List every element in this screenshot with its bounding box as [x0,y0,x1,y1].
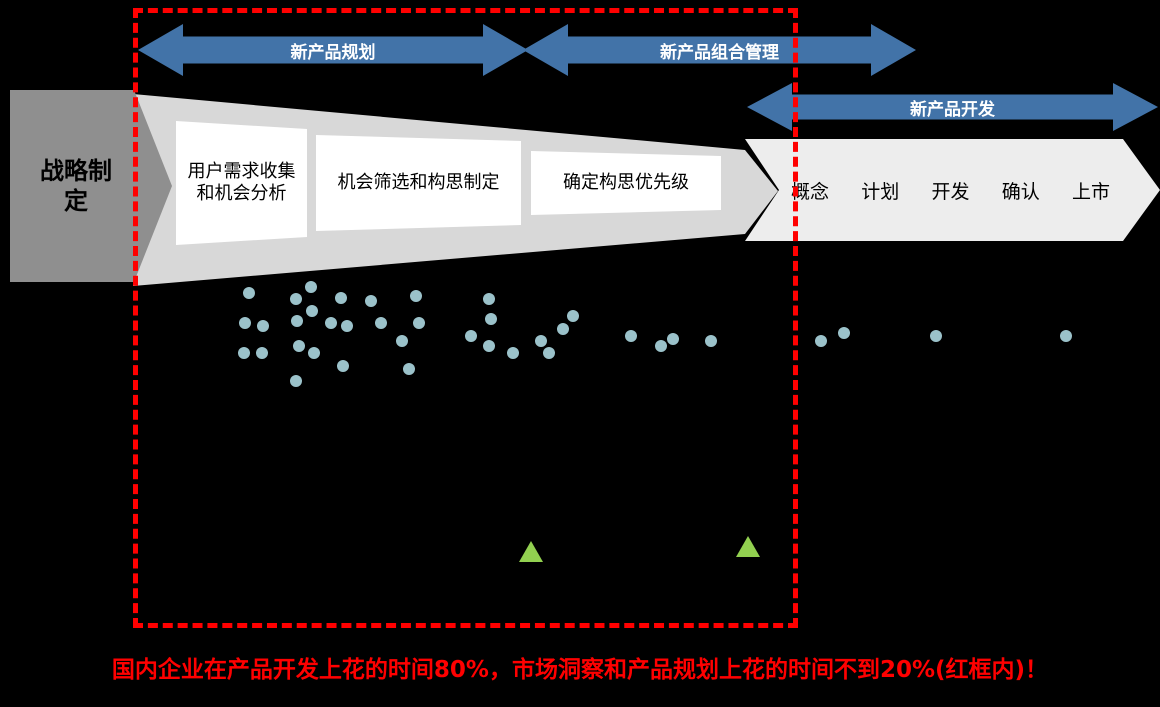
scatter-dot [308,347,320,359]
strategy-label: 战略制定 [40,157,112,215]
scatter-dot [507,347,519,359]
scatter-dot [335,292,347,304]
scatter-dot [815,335,827,347]
scatter-dot [667,333,679,345]
development-phase-arrow: 新产品开发 [747,83,1158,131]
process-stage-develop: 开发 [931,180,970,203]
scatter-dot [655,340,667,352]
scatter-dot [293,340,305,352]
planning-phase-arrow: 新产品规划 [138,24,528,76]
funnel-stage-box-3: 确定构思优先级 [531,151,721,215]
scatter-dot [375,317,387,329]
scatter-dot [465,330,477,342]
scatter-dot [291,315,303,327]
scatter-dot [396,335,408,347]
scatter-dot [483,340,495,352]
scatter-dot [325,317,337,329]
scatter-dot [290,375,302,387]
portfolio-phase-arrow: 新产品组合管理 [523,24,916,76]
milestone-triangle [519,541,543,562]
scatter-dot [625,330,637,342]
scatter-dot [365,295,377,307]
scatter-dot [337,360,349,372]
scatter-dot [1060,330,1072,342]
scatter-dot [557,323,569,335]
funnel-stage-box-1: 用户需求收集和机会分析 [176,121,307,245]
process-stage-verify: 确认 [1001,180,1040,203]
process-stage-plan: 计划 [861,180,900,203]
funnel-stage-box-2: 机会筛选和构思制定 [316,135,521,231]
portfolio-phase-label: 新产品组合管理 [660,42,779,63]
scatter-dot [239,317,251,329]
scatter-dot [567,310,579,322]
scatter-dot [238,347,250,359]
milestone-triangle [736,536,760,557]
strategy-chevron: 战略制定 [10,90,172,282]
scatter-dot [403,363,415,375]
scatter-dot [413,317,425,329]
funnel-stage-label-1: 用户需求收集和机会分析 [187,160,296,204]
scatter-dot [257,320,269,332]
scatter-dot [305,281,317,293]
scatter-dot [485,313,497,325]
funnel-stage-label-2: 机会筛选和构思制定 [337,171,500,193]
red-highlight-frame [133,8,798,628]
scatter-dot [243,287,255,299]
scatter-dot [535,335,547,347]
funnel-stage-label-3: 确定构思优先级 [563,171,689,193]
development-phase-label: 新产品开发 [910,99,995,120]
scatter-dot [290,293,302,305]
scatter-dot [930,330,942,342]
scatter-dot [543,347,555,359]
scatter-dot [306,305,318,317]
caption-text: 国内企业在产品开发上花的时间80%，市场洞察和产品规划上花的时间不到20%(红框… [111,657,1049,683]
process-stage-launch: 上市 [1071,180,1110,203]
scatter-dot [838,327,850,339]
scatter-dot [410,290,422,302]
planning-phase-label: 新产品规划 [290,42,376,63]
scatter-dot [341,320,353,332]
process-stage-concept: 概念 [791,180,830,203]
scatter-dot [483,293,495,305]
scatter-dot [705,335,717,347]
development-process-chevron: 概念 计划 开发 确认 上市 [745,139,1160,241]
scatter-dot [256,347,268,359]
